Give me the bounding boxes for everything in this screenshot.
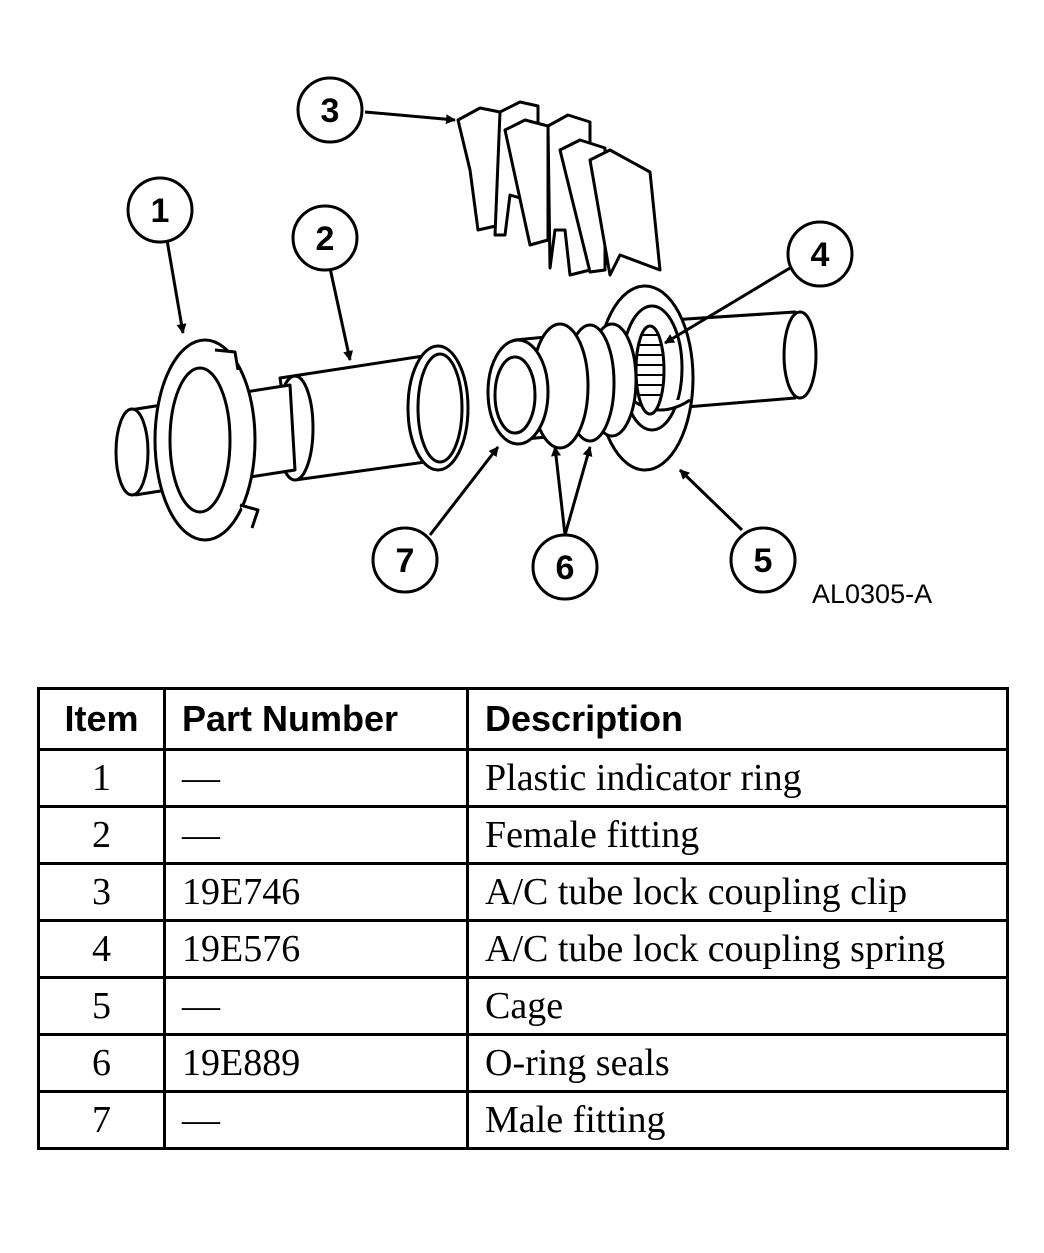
callout-1: 1 xyxy=(126,176,194,244)
callout-7: 7 xyxy=(371,526,439,594)
cell-item: 1 xyxy=(37,748,166,808)
cell-description: A/C tube lock coupling clip xyxy=(466,862,1009,922)
callout-6: 6 xyxy=(531,533,599,601)
cell-item: 3 xyxy=(37,862,166,922)
cell-part-number: — xyxy=(163,805,469,865)
cell-part-number: 19E576 xyxy=(163,919,469,979)
cell-description: Male fitting xyxy=(466,1090,1009,1150)
callout-4-label: 4 xyxy=(811,236,830,274)
table-row: 3 19E746 A/C tube lock coupling clip xyxy=(37,862,1009,922)
cell-item: 6 xyxy=(37,1033,166,1093)
header-part-number: Part Number xyxy=(163,687,469,751)
callout-2-label: 2 xyxy=(316,220,335,258)
cell-description: O-ring seals xyxy=(466,1033,1009,1093)
table-row: 6 19E889 O-ring seals xyxy=(37,1033,1009,1093)
female-fitting-part xyxy=(275,344,470,482)
table-row: 5 — Cage xyxy=(37,976,1009,1036)
cell-item: 5 xyxy=(37,976,166,1036)
male-fitting-part xyxy=(486,322,638,450)
lock-coupling-clip-part xyxy=(456,100,662,277)
callout-6-label: 6 xyxy=(556,549,575,587)
cell-part-number: 19E889 xyxy=(163,1033,469,1093)
callout-2: 2 xyxy=(291,204,359,272)
exploded-parts-diagram: 1 2 3 4 5 6 7 AL0305-A xyxy=(114,76,932,609)
cell-item: 7 xyxy=(37,1090,166,1150)
cell-description: Plastic indicator ring xyxy=(466,748,1009,808)
table-row: 1 — Plastic indicator ring xyxy=(37,748,1009,808)
callout-4: 4 xyxy=(786,220,854,288)
cell-item: 4 xyxy=(37,919,166,979)
callout-1-label: 1 xyxy=(151,192,170,230)
header-description: Description xyxy=(466,687,1009,751)
spring-part xyxy=(634,324,666,416)
cell-part-number: — xyxy=(163,976,469,1036)
cell-part-number: 19E746 xyxy=(163,862,469,922)
cell-description: Cage xyxy=(466,976,1009,1036)
table-header-row: Item Part Number Description xyxy=(37,687,1009,751)
plastic-indicator-ring-part xyxy=(153,338,260,542)
callout-7-label: 7 xyxy=(396,542,415,580)
callout-3-label: 3 xyxy=(321,92,340,130)
table-row: 2 — Female fitting xyxy=(37,805,1009,865)
cell-description: A/C tube lock coupling spring xyxy=(466,919,1009,979)
callout-3: 3 xyxy=(296,76,364,144)
table-row: 7 — Male fitting xyxy=(37,1090,1009,1150)
callout-5: 5 xyxy=(729,526,797,594)
cell-item: 2 xyxy=(37,805,166,865)
header-item: Item xyxy=(37,687,166,751)
cell-part-number: — xyxy=(163,748,469,808)
leader-lines xyxy=(165,110,791,536)
cell-part-number: — xyxy=(163,1090,469,1150)
callout-5-label: 5 xyxy=(754,542,773,580)
cell-description: Female fitting xyxy=(466,805,1009,865)
parts-table: Item Part Number Description 1 — Plastic… xyxy=(37,687,1009,1150)
figure-id-label: AL0305-A xyxy=(812,579,932,609)
table-row: 4 19E576 A/C tube lock coupling spring xyxy=(37,919,1009,979)
